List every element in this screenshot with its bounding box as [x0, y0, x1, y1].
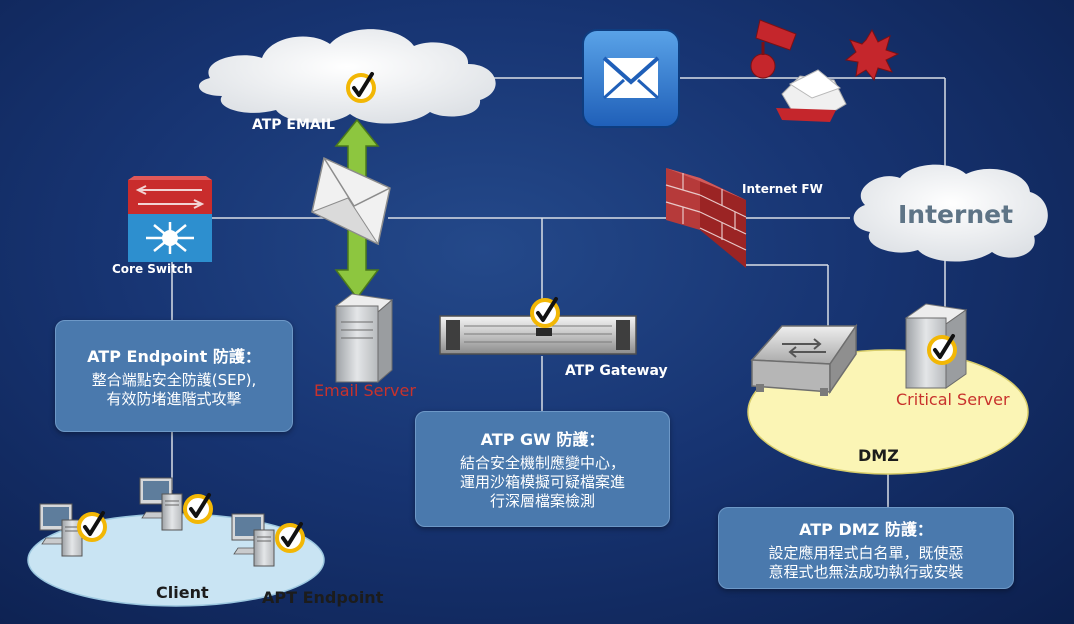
- envelope-icon: [310, 156, 391, 246]
- atp-endpoint-line: 整合端點安全防護(SEP),: [91, 371, 257, 389]
- atp-gw-line: 運用沙箱模擬可疑檔案進: [459, 473, 625, 491]
- atp-gateway-label: ATP Gateway: [565, 363, 668, 379]
- switch-icon: [128, 176, 212, 262]
- checkmark-icon: [346, 72, 376, 103]
- internet-cloud: [853, 164, 1048, 262]
- server-icon: [904, 303, 968, 389]
- checkmark-icon: [183, 493, 213, 524]
- dmz-label: DMZ: [858, 446, 899, 465]
- atp-dmz-title: ATP DMZ 防護：: [799, 520, 933, 539]
- atp-dmz-line: 意程式也無法成功執行或安裝: [768, 563, 964, 581]
- atp-dmz-line: 設定應用程式白名單，既使惡: [768, 544, 964, 562]
- core-switch-label: Core Switch: [112, 262, 193, 276]
- atp-endpoint-box: ATP Endpoint 防護： 整合端點安全防護(SEP), 有效防堵進階式攻…: [55, 320, 293, 432]
- checkmark-icon: [927, 334, 957, 365]
- client-label: Client: [156, 583, 209, 602]
- mail-icon: [582, 29, 680, 128]
- threat-icon: [750, 19, 900, 122]
- apt-endpoint-label: APT Endpoint: [262, 588, 384, 607]
- atp-email-label: ATP EMAIL: [252, 117, 335, 133]
- critical-server-label: Critical Server: [896, 390, 1010, 409]
- atp-endpoint-line: 有效防堵進階式攻擊: [106, 390, 242, 408]
- server-icon: [334, 293, 394, 384]
- gateway-appliance: [439, 297, 637, 355]
- atp-gw-title: ATP GW 防護：: [480, 430, 605, 449]
- atp-endpoint-title: ATP Endpoint 防護：: [87, 347, 261, 366]
- internet-label: Internet: [898, 200, 1014, 229]
- atp-email-cloud: [198, 29, 496, 124]
- email-server-label: Email Server: [314, 381, 416, 400]
- atp-gw-box: ATP GW 防護： 結合安全機制應變中心， 運用沙箱模擬可疑檔案進 行深層檔案…: [415, 411, 670, 527]
- atp-gw-line: 行深層檔案檢測: [489, 492, 595, 510]
- checkmark-icon: [275, 522, 305, 553]
- checkmark-icon: [77, 511, 107, 542]
- atp-gw-line: 結合安全機制應變中心，: [459, 454, 625, 472]
- switch-icon: [750, 323, 858, 396]
- internet-fw-label: Internet FW: [742, 182, 823, 196]
- checkmark-icon: [530, 297, 560, 328]
- firewall-icon: [665, 168, 747, 268]
- atp-dmz-box: ATP DMZ 防護： 設定應用程式白名單，既使惡 意程式也無法成功執行或安裝: [718, 507, 1014, 589]
